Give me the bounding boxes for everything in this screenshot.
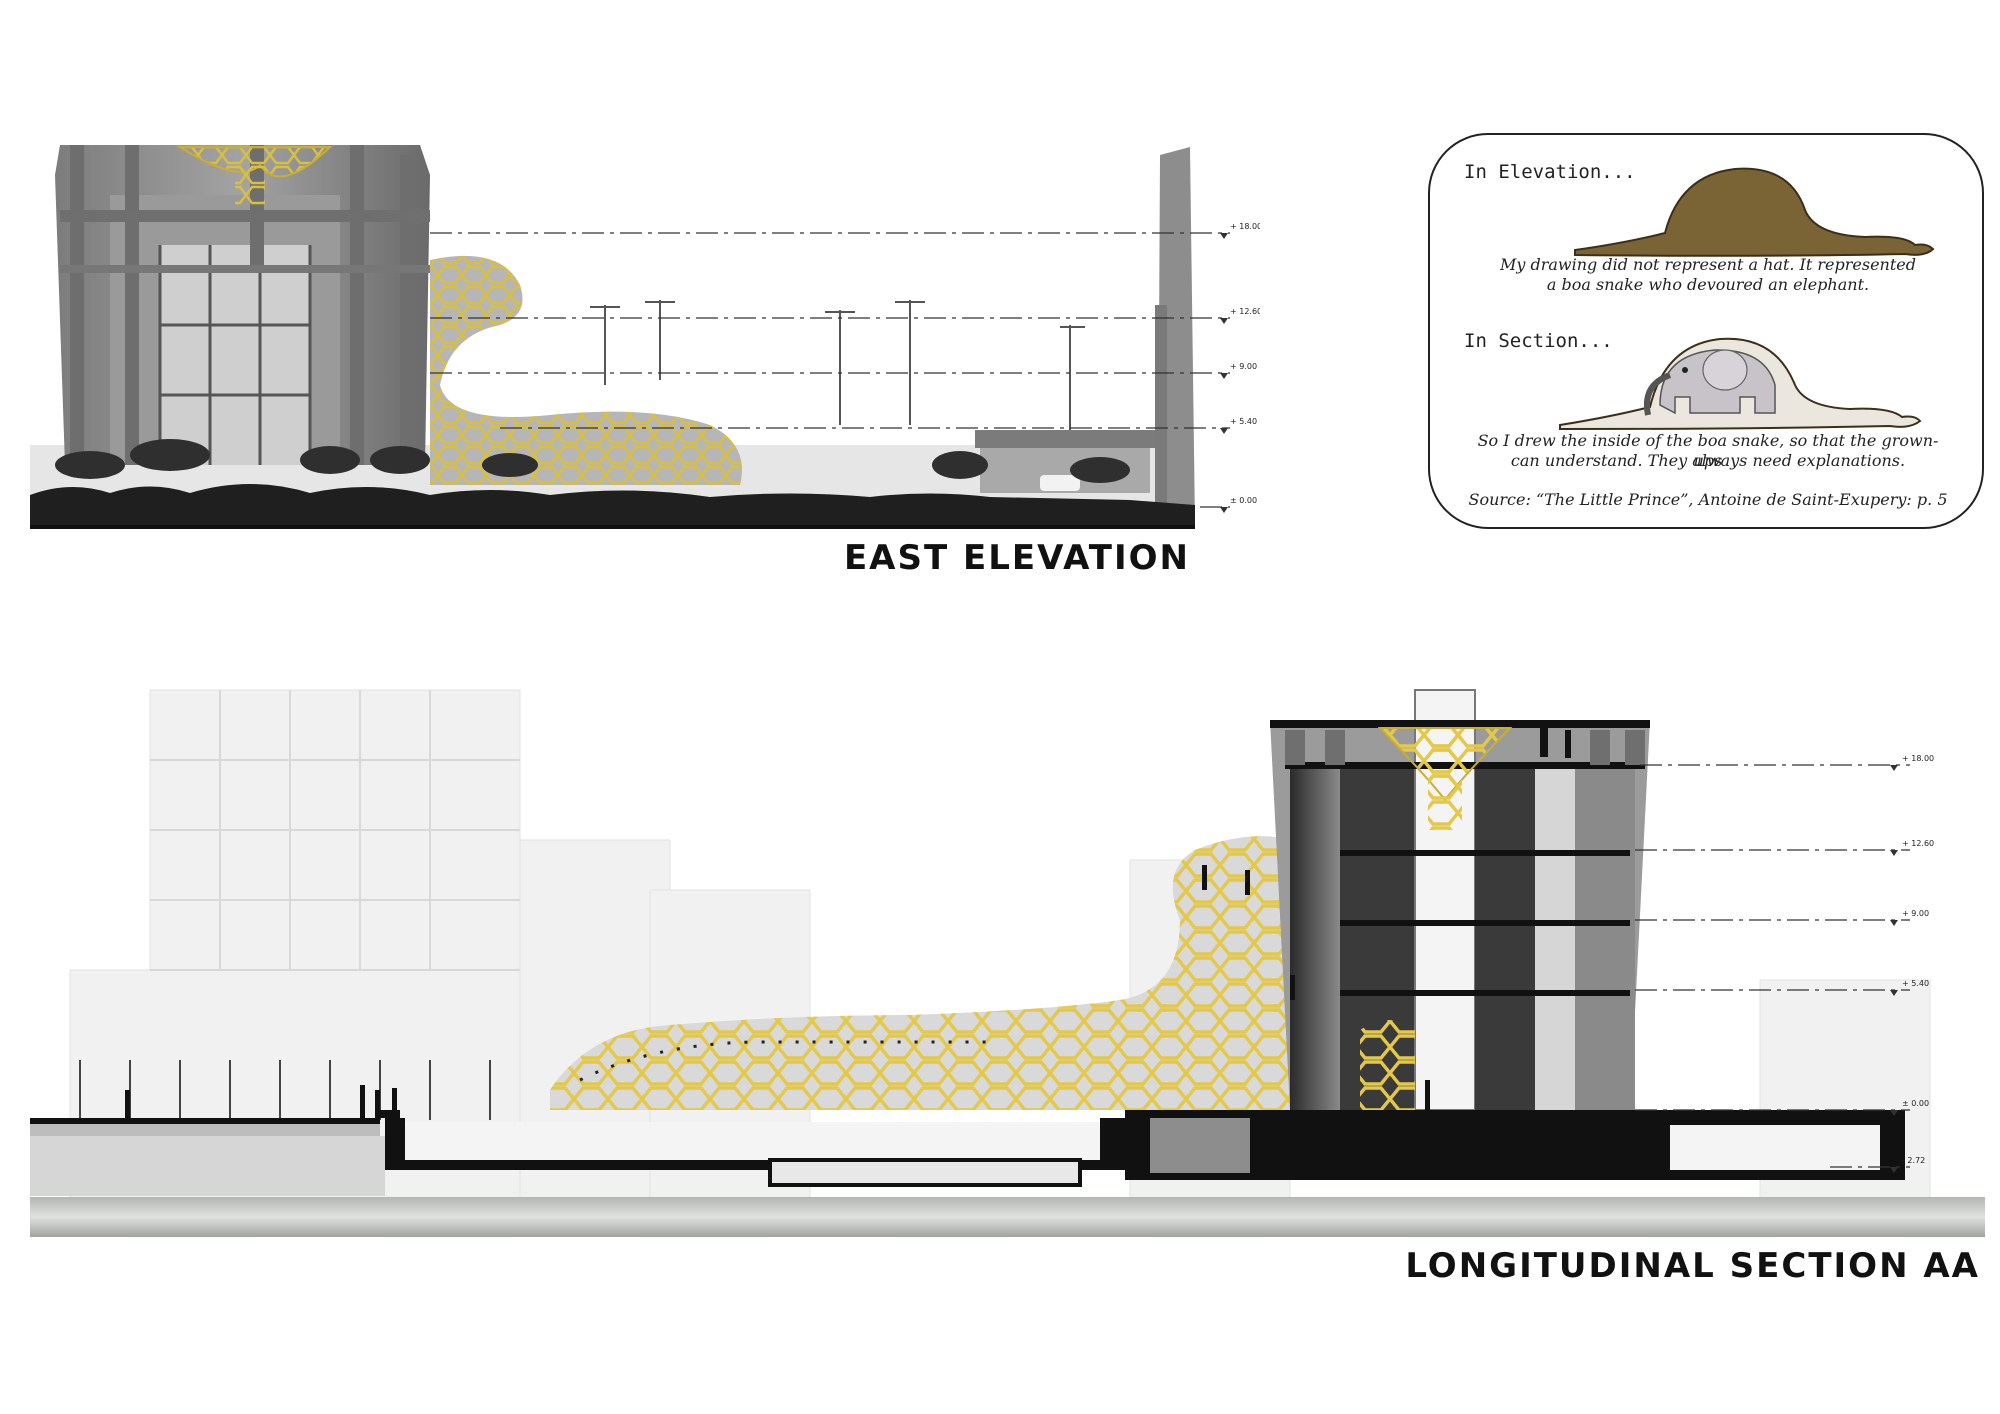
- boa-lattice-section: [550, 836, 1337, 1110]
- elevation-caption-line-2: a boa snake who devoured an elephant.: [1546, 275, 1870, 294]
- east-level-9: + 9.00: [1230, 362, 1257, 371]
- boa-hat-illustration: [1574, 167, 1935, 257]
- source-author: , Antoine de Saint-Exupery: p. 5: [1688, 490, 1948, 509]
- section-aa-svg: + 18.00 + 12.60 + 9.00 + 5.40 ± 0.00 - 2…: [30, 689, 1985, 1237]
- section-caption-line-2: can understand. They always need explana…: [1510, 451, 1906, 470]
- little-prince-quote-box: In Elevation... My drawing did not repre…: [1428, 133, 1984, 529]
- section-aa-title: LONGITUDINAL SECTION AA: [1405, 1246, 1980, 1286]
- human-figures: [125, 725, 1571, 1120]
- in-elevation-heading: In Elevation...: [1464, 161, 1636, 183]
- elevation-caption-line-1: My drawing did not represent a hat. It r…: [1499, 255, 1916, 274]
- section-level-12: + 12.60: [1902, 839, 1934, 848]
- east-level-lines: [430, 232, 1230, 508]
- east-elevation-drawing: + 18.00 + 12.60 + 9.00 + 5.40 ± 0.00: [30, 125, 1262, 535]
- street-lamps: [590, 300, 1085, 455]
- east-elevation-svg: + 18.00 + 12.60 + 9.00 + 5.40 ± 0.00: [30, 145, 1262, 529]
- pavilion-elevation: [975, 430, 1175, 493]
- water-strip: [30, 1197, 1985, 1237]
- section-level-18: + 18.00: [1902, 754, 1934, 763]
- east-level-markers: [1220, 233, 1228, 513]
- tower-section: [1270, 689, 1650, 1111]
- section-level-0: ± 0.00: [1902, 1099, 1929, 1108]
- source-book-title: “The Little Prince”: [1535, 490, 1689, 509]
- section-level-lines: [1635, 764, 1910, 1168]
- pylon-elevation: [1155, 147, 1195, 525]
- ground-hedge: [30, 484, 1195, 527]
- source-citation: Source: “The Little Prince”, Antoine de …: [1468, 490, 1948, 510]
- section-level-minus: - 2.72: [1902, 1156, 1925, 1165]
- east-level-18: + 18.00: [1230, 222, 1260, 231]
- east-elevation-title: EAST ELEVATION: [843, 538, 1190, 578]
- palm-trees: [55, 439, 1130, 483]
- tower-elevation: [55, 145, 430, 465]
- elephant-in-boa-illustration: [1559, 337, 1922, 431]
- section-aa-drawing: + 18.00 + 12.60 + 9.00 + 5.40 ± 0.00 - 2…: [30, 670, 1985, 1240]
- east-level-5: + 5.40: [1230, 417, 1257, 426]
- source-label: Source:: [1468, 490, 1536, 509]
- ground-and-basement: [30, 1110, 1905, 1196]
- section-level-9: + 9.00: [1902, 909, 1929, 918]
- east-level-12: + 12.60: [1230, 307, 1260, 316]
- boa-lattice-elevation: [430, 255, 742, 485]
- section-level-5: + 5.40: [1902, 979, 1929, 988]
- section-caption-line-1: So I drew the inside of the boa snake, s…: [1477, 431, 1939, 470]
- section-level-markers: [1890, 765, 1898, 1173]
- east-level-0: ± 0.00: [1230, 496, 1257, 505]
- background-building-grid: [150, 690, 520, 971]
- in-section-heading: In Section...: [1464, 330, 1613, 352]
